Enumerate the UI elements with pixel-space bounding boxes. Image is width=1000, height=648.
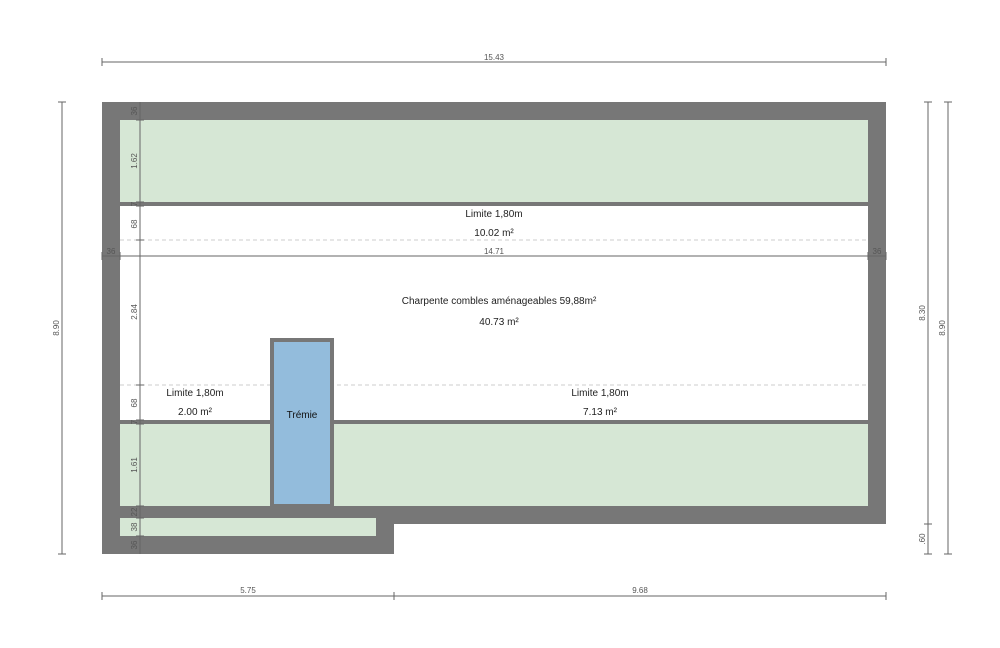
dim-overall-height-left: 8.90 [52, 320, 61, 336]
dim-chain-9: 38 [130, 522, 139, 531]
dim-chain-1: 1.62 [130, 153, 139, 169]
extension-habitable-zone [120, 518, 376, 536]
dim-chain-10: 36 [130, 540, 139, 549]
dim-bottom-left: 5.75 [240, 586, 256, 595]
dim-height-right-outer: 8.90 [938, 320, 947, 336]
dim-chain-0: 36 [130, 106, 139, 115]
dim-chain-6: 7 [130, 419, 139, 424]
dim-chain-3: 68 [130, 219, 139, 228]
dim-chain-2: 7 [130, 201, 139, 206]
stairwell: Trémie [270, 338, 334, 508]
dimension-texts: 15.43 5.75 9.68 14.71 36 36 8.90 8.30 .6… [52, 53, 947, 595]
dim-chain-4: 2.84 [130, 304, 139, 320]
top-limit-label: Limite 1,80m [465, 209, 522, 220]
dim-height-right-inner: 8.30 [918, 305, 927, 321]
dim-chain-8: 22 [130, 507, 139, 516]
main-room-area: 40.73 m² [479, 317, 519, 328]
dim-height-right-bottom: .60 [918, 533, 927, 545]
dim-chain-7: 1.61 [130, 457, 139, 473]
top-limit-area: 10.02 m² [474, 228, 514, 239]
dim-overall-width: 15.43 [484, 53, 505, 62]
top-habitable-zone [120, 120, 868, 202]
dim-wall-left: 36 [107, 247, 116, 256]
room-labels: Limite 1,80m 10.02 m² Charpente combles … [166, 209, 628, 418]
stairwell-label: Trémie [287, 410, 318, 421]
inner-wall-top [120, 202, 868, 206]
left-limit-label: Limite 1,80m [166, 388, 223, 399]
dim-inner-width: 14.71 [484, 247, 505, 256]
dim-wall-right: 36 [873, 247, 882, 256]
left-limit-area: 2.00 m² [178, 407, 213, 418]
dim-chain-5: 68 [130, 398, 139, 407]
dimension-lines [58, 58, 952, 600]
right-limit-area: 7.13 m² [583, 407, 618, 418]
bottom-habitable-zone [120, 424, 868, 506]
inner-wall-bottom [120, 420, 868, 424]
interior [120, 120, 868, 536]
right-limit-label: Limite 1,80m [571, 388, 628, 399]
stairwell-opening [270, 338, 334, 508]
main-room-label: Charpente combles aménageables 59,88m² [402, 296, 597, 307]
dim-bottom-right: 9.68 [632, 586, 648, 595]
